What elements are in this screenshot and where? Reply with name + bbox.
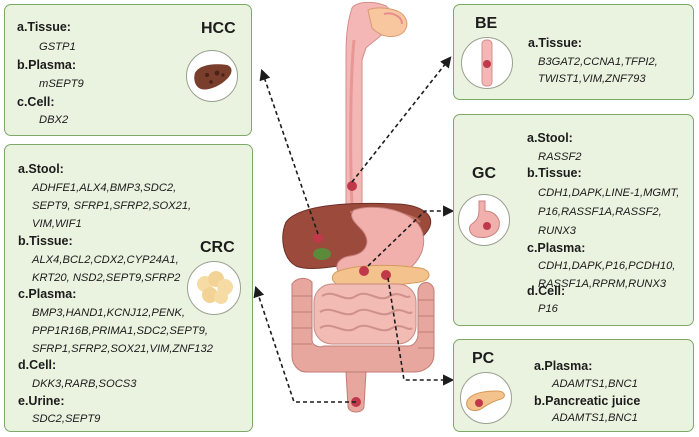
gc-plasma-genes-2: RASSF1A,RPRM,RUNX3	[538, 278, 667, 290]
arrow-to-pc	[387, 277, 455, 386]
crc-plasma-genes-2: PPP1R16B,PRIMA1,SDC2,SEPT9,	[32, 325, 208, 337]
pc-plasma-label: a.Plasma:	[534, 359, 593, 373]
gc-stool-label: a.Stool:	[527, 131, 573, 145]
gallbladder-illustration	[313, 248, 331, 260]
crc-cell-label: d.Cell:	[18, 358, 57, 372]
esophagus-icon	[461, 37, 513, 89]
pc-juice-label: b.Pancreatic juice	[534, 394, 641, 408]
colon-icon	[187, 261, 241, 315]
marker-pancreas	[381, 270, 391, 280]
hcc-cell-label: c.Cell:	[17, 95, 55, 109]
hcc-plasma-genes: mSEPT9	[39, 78, 84, 90]
crc-stool-label: a.Stool:	[18, 162, 64, 176]
gc-plasma-genes-1: CDH1,DAPK,P16,PCDH10,	[538, 260, 676, 272]
marker-stomach	[359, 266, 369, 276]
crc-tissue-genes-2: KRT20, NSD2,SEPT9,SFRP2	[32, 272, 181, 284]
hcc-tissue-genes: GSTP1	[39, 41, 76, 53]
gc-tissue-genes-3: RUNX3	[538, 225, 576, 237]
crc-stool-genes-1: ADHFE1,ALX4,BMP3,SDC2,	[32, 182, 177, 194]
gc-tissue-genes-2: P16,RASSF1A,RASSF2,	[538, 206, 662, 218]
crc-urine-label: e.Urine:	[18, 394, 65, 408]
gc-cell-genes: P16	[538, 303, 558, 315]
marker-liver	[313, 233, 323, 243]
crc-cell-genes: DKK3,RARB,SOCS3	[32, 378, 137, 390]
marker-esophagus	[347, 181, 357, 191]
gc-stool-genes: RASSF2	[538, 151, 582, 163]
pancreas-illustration	[331, 264, 430, 287]
crc-stool-genes-3: VIM,WIF1	[32, 218, 82, 230]
crc-plasma-genes-3: SFRP1,SFRP2,SOX21,VIM,ZNF132	[32, 343, 213, 355]
gc-panel: GC a.Stool: RASSF2 b.Tissue: CDH1,DAPK,L…	[453, 114, 694, 326]
stomach-icon	[458, 194, 510, 246]
crc-title: CRC	[200, 239, 235, 256]
arrow-to-hcc	[259, 68, 319, 235]
hcc-tissue-label: a.Tissue:	[17, 20, 71, 34]
pc-plasma-genes: ADAMTS1,BNC1	[552, 378, 638, 390]
be-tissue-genes-1: B3GAT2,CCNA1,TFPI2,	[538, 56, 658, 68]
gc-title: GC	[472, 165, 496, 182]
arrow-to-be	[351, 56, 452, 183]
crc-tissue-label: b.Tissue:	[18, 234, 73, 248]
be-panel: BE a.Tissue: B3GAT2,CCNA1,TFPI2, TWIST1,…	[453, 4, 694, 100]
liver-icon	[186, 50, 238, 102]
small-intestine-illustration	[313, 283, 417, 345]
pc-title: PC	[472, 350, 495, 367]
arrow-to-crc	[253, 285, 356, 403]
crc-stool-genes-2: SEPT9, SFRP1,SFRP2,SOX21,	[32, 200, 192, 212]
hcc-cell-genes: DBX2	[39, 114, 69, 126]
be-tissue-genes-2: TWIST1,VIM,ZNF793	[538, 73, 646, 85]
gc-tissue-label: b.Tissue:	[527, 166, 582, 180]
esophagus-illustration	[345, 1, 408, 207]
pc-juice-genes: ADAMTS1,BNC1	[552, 412, 638, 424]
crc-plasma-genes-1: BMP3,HAND1,KCNJ12,PENK,	[32, 307, 185, 319]
crc-urine-genes: SDC2,SEPT9	[32, 413, 101, 425]
hcc-title: HCC	[201, 20, 236, 37]
crc-plasma-label: c.Plasma:	[18, 287, 77, 301]
crc-panel: CRC a.Stool: ADHFE1,ALX4,BMP3,SDC2, SEPT…	[4, 144, 253, 432]
arrow-to-gc	[367, 205, 455, 267]
be-tissue-label: a.Tissue:	[528, 36, 582, 50]
gc-tissue-genes-1: CDH1,DAPK,LINE-1,MGMT,	[538, 187, 680, 199]
pc-panel: PC a.Plasma: ADAMTS1,BNC1 b.Pancreatic j…	[453, 339, 694, 432]
hcc-panel: HCC a.Tissue: GSTP1 b.Plasma: mSEPT9 c.C…	[4, 4, 252, 136]
gc-cell-label: d.Cell:	[527, 284, 566, 298]
pancreas-icon	[460, 372, 512, 424]
hcc-plasma-label: b.Plasma:	[17, 58, 77, 72]
be-title: BE	[475, 15, 498, 32]
crc-tissue-genes-1: ALX4,BCL2,CDX2,CYP24A1,	[32, 254, 179, 266]
gc-plasma-label: c.Plasma:	[527, 241, 586, 255]
